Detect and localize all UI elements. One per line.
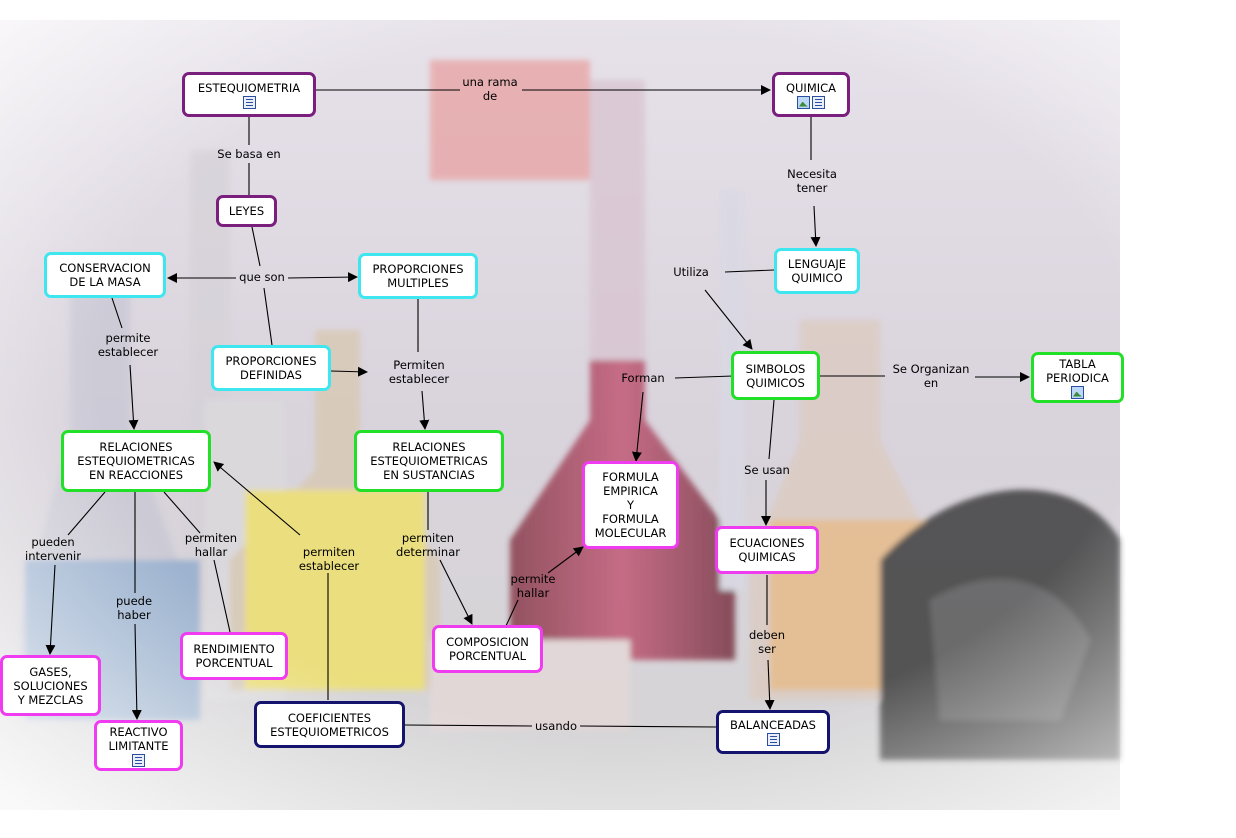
link-label-permiten-establecer-2: permiten establecer bbox=[298, 545, 360, 573]
node-label: PROPORCIONES MULTIPLES bbox=[372, 262, 464, 290]
node-label: LENGUAJE QUIMICO bbox=[787, 257, 847, 285]
link-label-una-rama-de: una rama de bbox=[462, 75, 518, 103]
node-tabla-periodica[interactable]: TABLA PERIODICA bbox=[1031, 352, 1124, 403]
node-simbolos-quimicos[interactable]: SIMBOLOS QUIMICOS bbox=[731, 351, 820, 400]
node-label: FORMULA EMPIRICA Y FORMULA MOLECULAR bbox=[594, 470, 667, 540]
node-label: RELACIONES ESTEQUIOMETRICAS EN REACCIONE… bbox=[77, 440, 195, 482]
node-rendimiento-porcentual[interactable]: RENDIMIENTO PORCENTUAL bbox=[180, 632, 288, 680]
link-label-que-son: que son bbox=[239, 270, 285, 284]
document-icon[interactable] bbox=[812, 95, 825, 109]
document-icon[interactable] bbox=[242, 95, 256, 109]
node-label: PROPORCIONES DEFINIDAS bbox=[225, 354, 317, 382]
link-label-permiten-determinar: permiten determinar bbox=[396, 531, 460, 559]
node-proporciones-definidas[interactable]: PROPORCIONES DEFINIDAS bbox=[211, 345, 331, 391]
link-label-pueden-intervenir: pueden intervenir bbox=[25, 535, 81, 563]
node-label: GASES, SOLUCIONES Y MEZCLAS bbox=[13, 664, 88, 707]
node-label: REACTIVO LIMITANTE bbox=[108, 724, 169, 753]
document-icon[interactable] bbox=[132, 753, 145, 767]
node-conservacion-de-la-masa[interactable]: CONSERVACION DE LA MASA bbox=[44, 252, 166, 298]
node-lenguaje-quimico[interactable]: LENGUAJE QUIMICO bbox=[774, 248, 860, 294]
node-ecuaciones-quimicas[interactable]: ECUACIONES QUIMICAS bbox=[715, 526, 819, 574]
link-label-se-organizan-en: Se Organizan en bbox=[892, 362, 970, 390]
link-label-deben-ser: deben ser bbox=[748, 628, 786, 656]
node-label: RENDIMIENTO PORCENTUAL bbox=[193, 642, 275, 670]
node-leyes[interactable]: LEYES bbox=[216, 195, 277, 227]
node-label: TABLA PERIODICA bbox=[1046, 356, 1109, 385]
node-label: COMPOSICION PORCENTUAL bbox=[446, 635, 529, 663]
node-estequiometria[interactable]: ESTEQUIOMETRIA bbox=[182, 72, 316, 117]
link-label-necesita-tener: Necesita tener bbox=[787, 167, 837, 195]
link-label-puede-haber: puede haber bbox=[115, 594, 153, 622]
link-label-permite-hallar: permite hallar bbox=[510, 572, 556, 600]
link-label-se-basa-en: Se basa en bbox=[217, 147, 281, 161]
node-label: LEYES bbox=[228, 204, 265, 218]
link-label-se-usan: Se usan bbox=[744, 463, 790, 477]
node-label: COEFICIENTES ESTEQUIOMETRICOS bbox=[270, 710, 389, 739]
link-label-utiliza: Utiliza bbox=[673, 265, 709, 279]
link-label-permiten-hallar: permiten hallar bbox=[184, 531, 238, 559]
node-relaciones-estequiometricas-en-reacciones[interactable]: RELACIONES ESTEQUIOMETRICAS EN REACCIONE… bbox=[61, 430, 211, 492]
link-label-permite-establecer: permite establecer bbox=[97, 331, 159, 359]
node-formula-empirica-y-molecular[interactable]: FORMULA EMPIRICA Y FORMULA MOLECULAR bbox=[582, 461, 679, 549]
node-label: QUIMICA bbox=[785, 80, 837, 95]
node-balanceadas[interactable]: BALANCEADAS bbox=[716, 710, 830, 754]
node-label: BALANCEADAS bbox=[730, 718, 816, 732]
link-label-forman: Forman bbox=[621, 371, 665, 385]
node-label: ECUACIONES QUIMICAS bbox=[729, 536, 805, 564]
node-coeficientes-estequiometricos[interactable]: COEFICIENTES ESTEQUIOMETRICOS bbox=[254, 701, 405, 748]
node-label: ESTEQUIOMETRIA bbox=[197, 80, 301, 95]
node-reactivo-limitante[interactable]: REACTIVO LIMITANTE bbox=[94, 720, 183, 771]
node-relaciones-estequiometricas-en-sustancias[interactable]: RELACIONES ESTEQUIOMETRICAS EN SUSTANCIA… bbox=[354, 430, 504, 492]
image-icon[interactable] bbox=[797, 95, 810, 109]
link-label-usando: usando bbox=[535, 719, 577, 733]
node-proporciones-multiples[interactable]: PROPORCIONES MULTIPLES bbox=[358, 253, 478, 299]
node-label: CONSERVACION DE LA MASA bbox=[59, 261, 151, 289]
node-label: SIMBOLOS QUIMICOS bbox=[745, 361, 806, 390]
node-label: RELACIONES ESTEQUIOMETRICAS EN SUSTANCIA… bbox=[370, 440, 488, 482]
node-quimica[interactable]: QUIMICA bbox=[772, 72, 850, 117]
node-gases-soluciones-mezclas[interactable]: GASES, SOLUCIONES Y MEZCLAS bbox=[0, 655, 101, 716]
link-label-permiten-establecer: Permiten establecer bbox=[388, 358, 450, 386]
image-icon[interactable] bbox=[1071, 385, 1084, 399]
node-composicion-porcentual[interactable]: COMPOSICION PORCENTUAL bbox=[432, 625, 543, 673]
document-icon[interactable] bbox=[766, 733, 780, 746]
